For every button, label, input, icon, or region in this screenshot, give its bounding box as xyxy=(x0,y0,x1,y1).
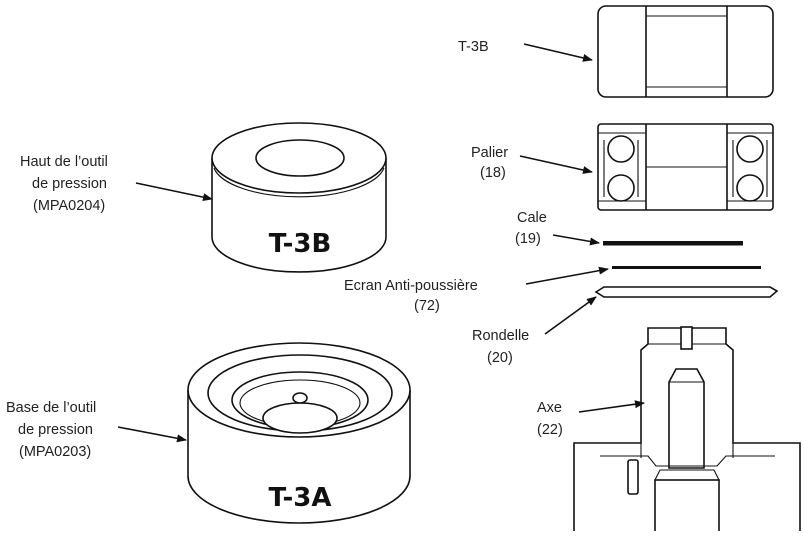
cale-number: (19) xyxy=(515,231,541,247)
t3b-block-drawing xyxy=(597,5,774,98)
axe-number: (22) xyxy=(537,422,563,438)
rondelle-label: Rondelle xyxy=(472,328,529,344)
haut-arrow xyxy=(135,182,213,202)
rondelle-arrow xyxy=(544,296,597,335)
axe-label: Axe xyxy=(537,400,562,416)
bearing-drawing xyxy=(597,123,774,211)
palier-arrow xyxy=(519,155,593,174)
shaft-drawing xyxy=(573,326,801,531)
rondelle-number: (20) xyxy=(487,350,513,366)
axe-arrow xyxy=(578,400,645,413)
t3b-label: T-3B xyxy=(458,39,489,55)
haut-label-line3: (MPA0204) xyxy=(33,198,105,214)
t3a-cylinder-marking: T-3A xyxy=(269,483,332,513)
base-label-line2: de pression xyxy=(18,422,93,438)
ecran-number: (72) xyxy=(414,298,440,314)
base-label-line3: (MPA0203) xyxy=(19,444,91,460)
cale-label: Cale xyxy=(517,210,547,226)
cale-arrow xyxy=(552,234,600,246)
shim-drawing xyxy=(603,241,743,246)
ecran-label: Ecran Anti-poussière xyxy=(344,278,478,294)
haut-label-line2: de pression xyxy=(32,176,107,192)
press-tool-top-drawing: T-3B xyxy=(211,122,387,273)
t3b-arrow xyxy=(523,43,593,62)
base-label-line1: Base de l’outil xyxy=(6,400,96,416)
dust-screen-drawing xyxy=(612,266,761,269)
press-tool-base-drawing: T-3A xyxy=(187,342,411,524)
t3b-cylinder-marking: T-3B xyxy=(269,229,332,259)
palier-label: Palier xyxy=(471,145,508,161)
washer-drawing xyxy=(594,286,779,298)
ecran-arrow xyxy=(525,266,609,285)
haut-label-line1: Haut de l’outil xyxy=(20,154,108,170)
palier-number: (18) xyxy=(480,165,506,181)
base-arrow xyxy=(117,426,187,443)
